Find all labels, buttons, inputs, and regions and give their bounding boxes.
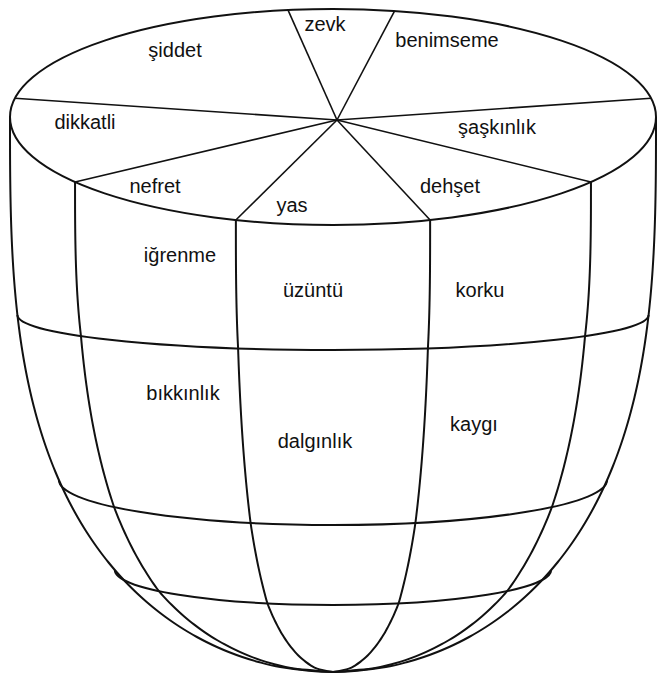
emotion-label: şiddet bbox=[148, 40, 201, 60]
emotion-label: zevk bbox=[304, 14, 345, 34]
emotion-label: dikkatli bbox=[54, 112, 115, 132]
emotion-label: üzüntü bbox=[283, 280, 343, 300]
band-line bbox=[115, 570, 551, 605]
emotion-label: dalgınlık bbox=[278, 431, 353, 451]
emotion-label: nefret bbox=[129, 176, 180, 196]
top-face bbox=[10, 9, 656, 225]
meridian-line bbox=[333, 182, 591, 672]
sector-spoke bbox=[337, 120, 430, 220]
sector-spoke bbox=[337, 11, 395, 120]
emotion-label: kaygı bbox=[450, 414, 498, 434]
emotion-label: korku bbox=[456, 280, 505, 300]
emotion-label: dehşet bbox=[420, 176, 480, 196]
sector-spoke bbox=[236, 120, 337, 220]
emotion-label: bıkkınlık bbox=[146, 383, 219, 403]
meridian-line bbox=[75, 182, 333, 672]
emotion-label: yas bbox=[276, 195, 307, 215]
emotion-label: benimseme bbox=[395, 30, 498, 50]
emotion-label: şaşkınlık bbox=[458, 117, 536, 137]
emotion-label: iğrenme bbox=[144, 245, 216, 265]
band-line bbox=[17, 315, 648, 350]
band-line bbox=[59, 480, 607, 525]
